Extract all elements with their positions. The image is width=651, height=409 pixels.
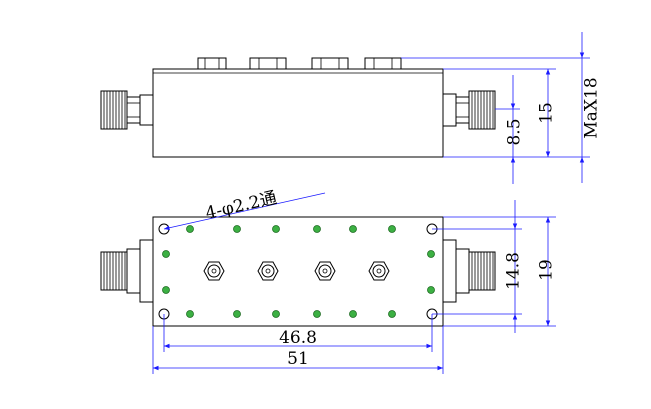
side-view-body	[152, 68, 444, 158]
tuning-screw	[368, 261, 390, 281]
tuning-screws	[203, 261, 390, 281]
sma-connector-left-top	[100, 239, 154, 303]
sma-connector-left-side	[100, 90, 154, 130]
dim-width: 19	[537, 259, 557, 281]
tuning-screw	[203, 261, 225, 281]
top-view-body	[152, 216, 444, 327]
cover-screw	[186, 310, 194, 318]
tuning-nuts-side	[197, 57, 402, 70]
mounting-holes	[158, 223, 438, 320]
tuning-screw	[257, 261, 279, 281]
cover-screw	[427, 250, 435, 258]
dim-connector-height: 8.5	[505, 118, 525, 145]
hole-note: 4-φ2.2通	[204, 188, 279, 224]
cover-screw	[349, 225, 357, 233]
cover-screw	[162, 250, 170, 258]
cover-screw	[427, 286, 435, 294]
cover-screw	[313, 310, 321, 318]
dim-hole-pitch-v: 14.8	[504, 252, 524, 290]
cover-screw	[233, 310, 241, 318]
dim-body-height: 15	[537, 102, 557, 124]
dim-length: 51	[287, 349, 309, 369]
cover-screw	[388, 310, 396, 318]
dim-max-height: MaX18	[582, 77, 602, 138]
sma-connector-right-side	[442, 90, 496, 130]
cover-screw	[233, 225, 241, 233]
cover-screw	[388, 225, 396, 233]
cover-screw	[186, 225, 194, 233]
sma-connector-right-top	[442, 239, 496, 303]
dim-hole-pitch-h: 46.8	[279, 328, 317, 348]
top-view: 4-φ2.2通 14.8 19 46.8 51	[100, 188, 557, 374]
tuning-screw	[314, 261, 336, 281]
cover-screw	[349, 310, 357, 318]
hole-note-leader	[163, 192, 326, 230]
cover-screws	[162, 225, 435, 318]
cover-screw	[272, 310, 280, 318]
cover-screw	[313, 225, 321, 233]
cover-screw	[162, 286, 170, 294]
side-view: MaX18 15 8.5	[100, 32, 602, 184]
cover-screw	[272, 225, 280, 233]
